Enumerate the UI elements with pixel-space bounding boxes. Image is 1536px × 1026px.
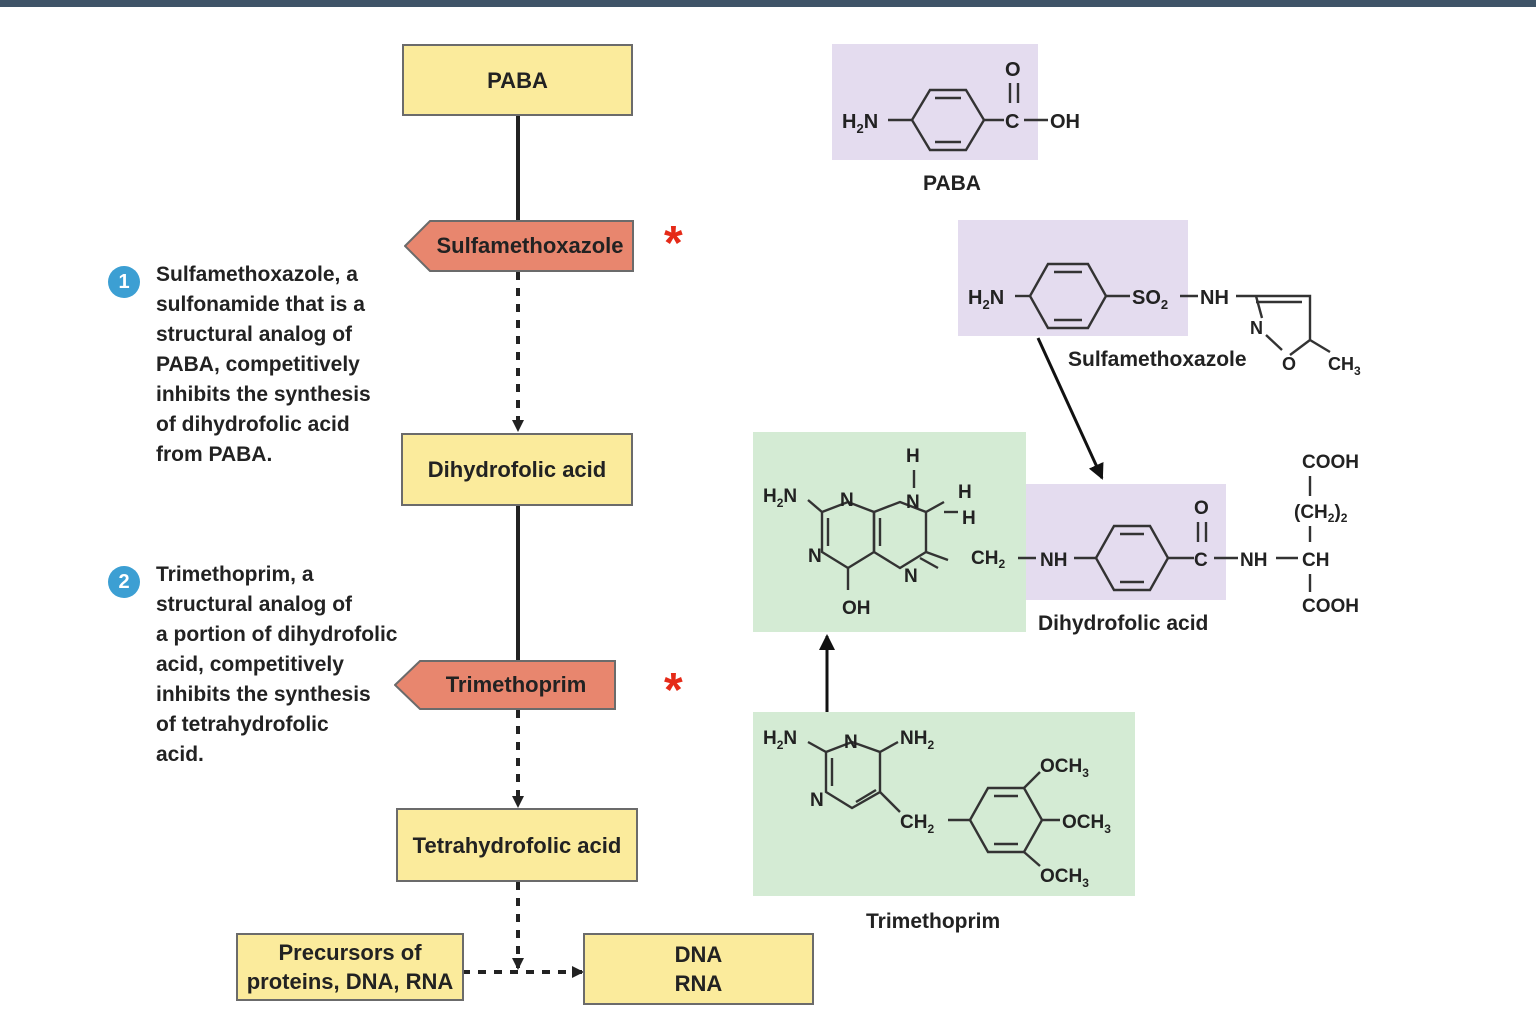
sulfamethoxazole-inhibitor: Sulfamethoxazole	[404, 220, 634, 272]
svg-text:N: N	[844, 732, 858, 753]
svg-text:O: O	[1005, 59, 1021, 81]
svg-text:CH2: CH2	[900, 812, 934, 836]
trimethoprim-inhibitor: Trimethoprim	[394, 660, 616, 710]
precursors-label: Precursors of proteins, DNA, RNA	[246, 940, 454, 994]
pteridine-panel	[753, 432, 1026, 632]
svg-text:H2N: H2N	[968, 287, 1004, 312]
svg-text:NH: NH	[1200, 287, 1229, 309]
svg-text:H2N: H2N	[842, 111, 878, 136]
step-2-badge: 2	[108, 566, 140, 598]
dna-rna-label: DNA RNA	[674, 942, 723, 996]
sulfamethoxazole-label: Sulfamethoxazole	[436, 233, 624, 258]
trimethoprim-label: Trimethoprim	[445, 672, 587, 697]
trimethoprim-structure: H2N N N NH2 CH2 OCH3 OCH3 OCH3	[763, 728, 1111, 890]
svg-text:H: H	[958, 482, 972, 503]
svg-text:OCH3: OCH3	[1040, 756, 1089, 780]
tetrahydrofolic-acid-label: Tetrahydrofolic acid	[412, 832, 622, 858]
svg-text:NH2: NH2	[900, 728, 934, 752]
step-1-badge: 1	[108, 266, 140, 298]
sulfamethoxazole-structure-panel	[958, 220, 1188, 336]
svg-text:N: N	[808, 546, 822, 567]
inhibitor-arrow-shape	[404, 220, 634, 272]
trimethoprim-caption: Trimethoprim	[866, 910, 1001, 933]
dihydrofolic-acid-box: Dihydrofolic acid	[401, 433, 633, 506]
svg-text:H2N: H2N	[763, 728, 797, 752]
svg-text:NH: NH	[1040, 550, 1067, 571]
svg-text:N: N	[1250, 318, 1263, 338]
svg-text:COOH: COOH	[1302, 452, 1359, 473]
svg-text:H: H	[962, 508, 976, 529]
sulfa-to-dhf-arrow	[1036, 337, 1104, 480]
paba-structure: H2N C O OH	[842, 59, 1080, 152]
trimethoprim-asterisk: *	[664, 664, 683, 717]
svg-text:CH: CH	[1302, 550, 1329, 571]
svg-text:C: C	[1194, 550, 1208, 571]
top-bar	[0, 0, 1536, 7]
inhibitor-arrow-shape	[394, 660, 616, 710]
precursors-box: Precursors of proteins, DNA, RNA	[236, 933, 464, 1001]
sulfamethoxazole-caption: Sulfamethoxazole	[1068, 348, 1247, 371]
svg-text:OCH3: OCH3	[1040, 866, 1089, 890]
trimethoprim-structure-panel	[753, 712, 1135, 896]
svg-text:N: N	[906, 492, 920, 513]
step-2-text: Trimethoprim, a structural analog of a p…	[156, 563, 398, 766]
paba-box: PABA	[402, 44, 633, 116]
paba-moiety-panel	[1026, 484, 1226, 600]
dihydrofolic-acid-label: Dihydrofolic acid	[427, 457, 607, 482]
svg-text:C: C	[1005, 111, 1019, 133]
paba-structure-panel	[832, 44, 1038, 160]
svg-text:COOH: COOH	[1302, 596, 1359, 617]
svg-text:CH3: CH3	[1328, 354, 1361, 378]
dna-rna-box: DNA RNA	[583, 933, 814, 1005]
sulfamethoxazole-asterisk: *	[664, 217, 683, 270]
svg-text:OH: OH	[1050, 111, 1080, 133]
svg-text:SO2: SO2	[1132, 287, 1168, 312]
dihydrofolic-acid-caption: Dihydrofolic acid	[1038, 612, 1209, 635]
sulfamethoxazole-structure: H2N SO2 NH N O CH3	[968, 262, 1361, 378]
paba-caption: PABA	[923, 172, 981, 195]
svg-text:H: H	[906, 446, 920, 467]
svg-text:N: N	[810, 790, 824, 811]
svg-text:O: O	[1282, 354, 1296, 374]
svg-text:N: N	[904, 566, 918, 587]
step-1-text: Sulfamethoxazole, a sulfonamide that is …	[156, 263, 371, 466]
svg-text:OH: OH	[842, 598, 871, 619]
svg-text:O: O	[1194, 498, 1209, 519]
svg-text:CH2: CH2	[971, 548, 1005, 571]
paba-label: PABA	[487, 67, 548, 93]
svg-text:N: N	[840, 490, 854, 511]
tetrahydrofolic-acid-box: Tetrahydrofolic acid	[396, 808, 638, 882]
svg-text:(CH2)2: (CH2)2	[1294, 502, 1348, 525]
svg-text:NH: NH	[1240, 550, 1267, 571]
dihydrofolic-acid-structure: H2N N N OH N N H H H CH2 NH C O NH	[763, 446, 1359, 619]
svg-text:H2N: H2N	[763, 486, 797, 510]
svg-text:OCH3: OCH3	[1062, 812, 1111, 836]
